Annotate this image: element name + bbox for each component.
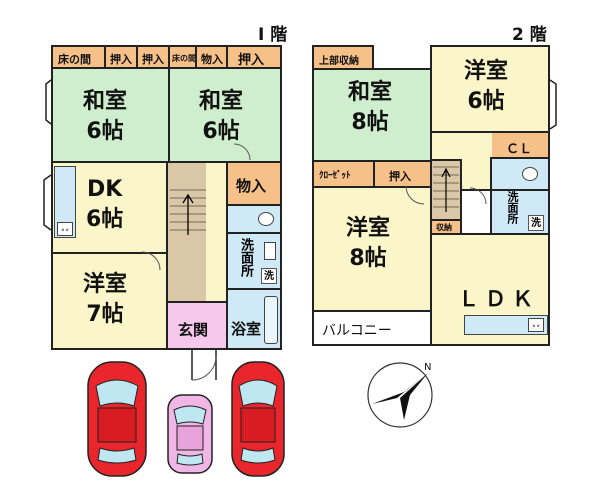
toilet-icon-1f xyxy=(258,212,274,226)
yokushitsu-1f: 浴室 xyxy=(226,288,282,350)
kitchen-counter-1f xyxy=(54,166,76,238)
tokonoma-1f: 床の間 xyxy=(51,45,106,69)
toilet-2f xyxy=(490,157,550,191)
bathtub-1f xyxy=(264,296,278,344)
stove-icon-1f: ∘∘ xyxy=(57,222,73,236)
oshiire-1f-c: 押入 xyxy=(226,45,282,69)
sink-icon-1f xyxy=(264,242,276,260)
car-pink-center xyxy=(167,394,213,474)
ldk-2f: ＬＤＫ ∘∘ xyxy=(430,233,550,346)
car-red-right xyxy=(231,361,285,477)
oshiire-1f-b: 押入 xyxy=(136,45,170,69)
car-red-left xyxy=(87,361,147,477)
kitchen-counter-2f xyxy=(464,315,548,335)
senmenjo-1f: 洗面所 洗 xyxy=(226,232,282,290)
floor1-title: I 階 xyxy=(258,25,288,45)
oshiire-2f: 押入 xyxy=(373,160,432,188)
washer-2f: 洗 xyxy=(528,215,544,231)
washer-1f: 洗 xyxy=(261,268,277,284)
compass-north-label: N xyxy=(424,362,432,373)
genkan-1f: 玄関 xyxy=(166,301,228,350)
monoire-1f-mid: 物入 xyxy=(226,161,282,206)
stove-icon-2f: ∘∘ xyxy=(528,318,544,332)
balcony-2f: バルコニー xyxy=(312,310,432,346)
toilet-icon-2f xyxy=(522,167,538,181)
floor2-title: 2 階 xyxy=(512,25,547,45)
